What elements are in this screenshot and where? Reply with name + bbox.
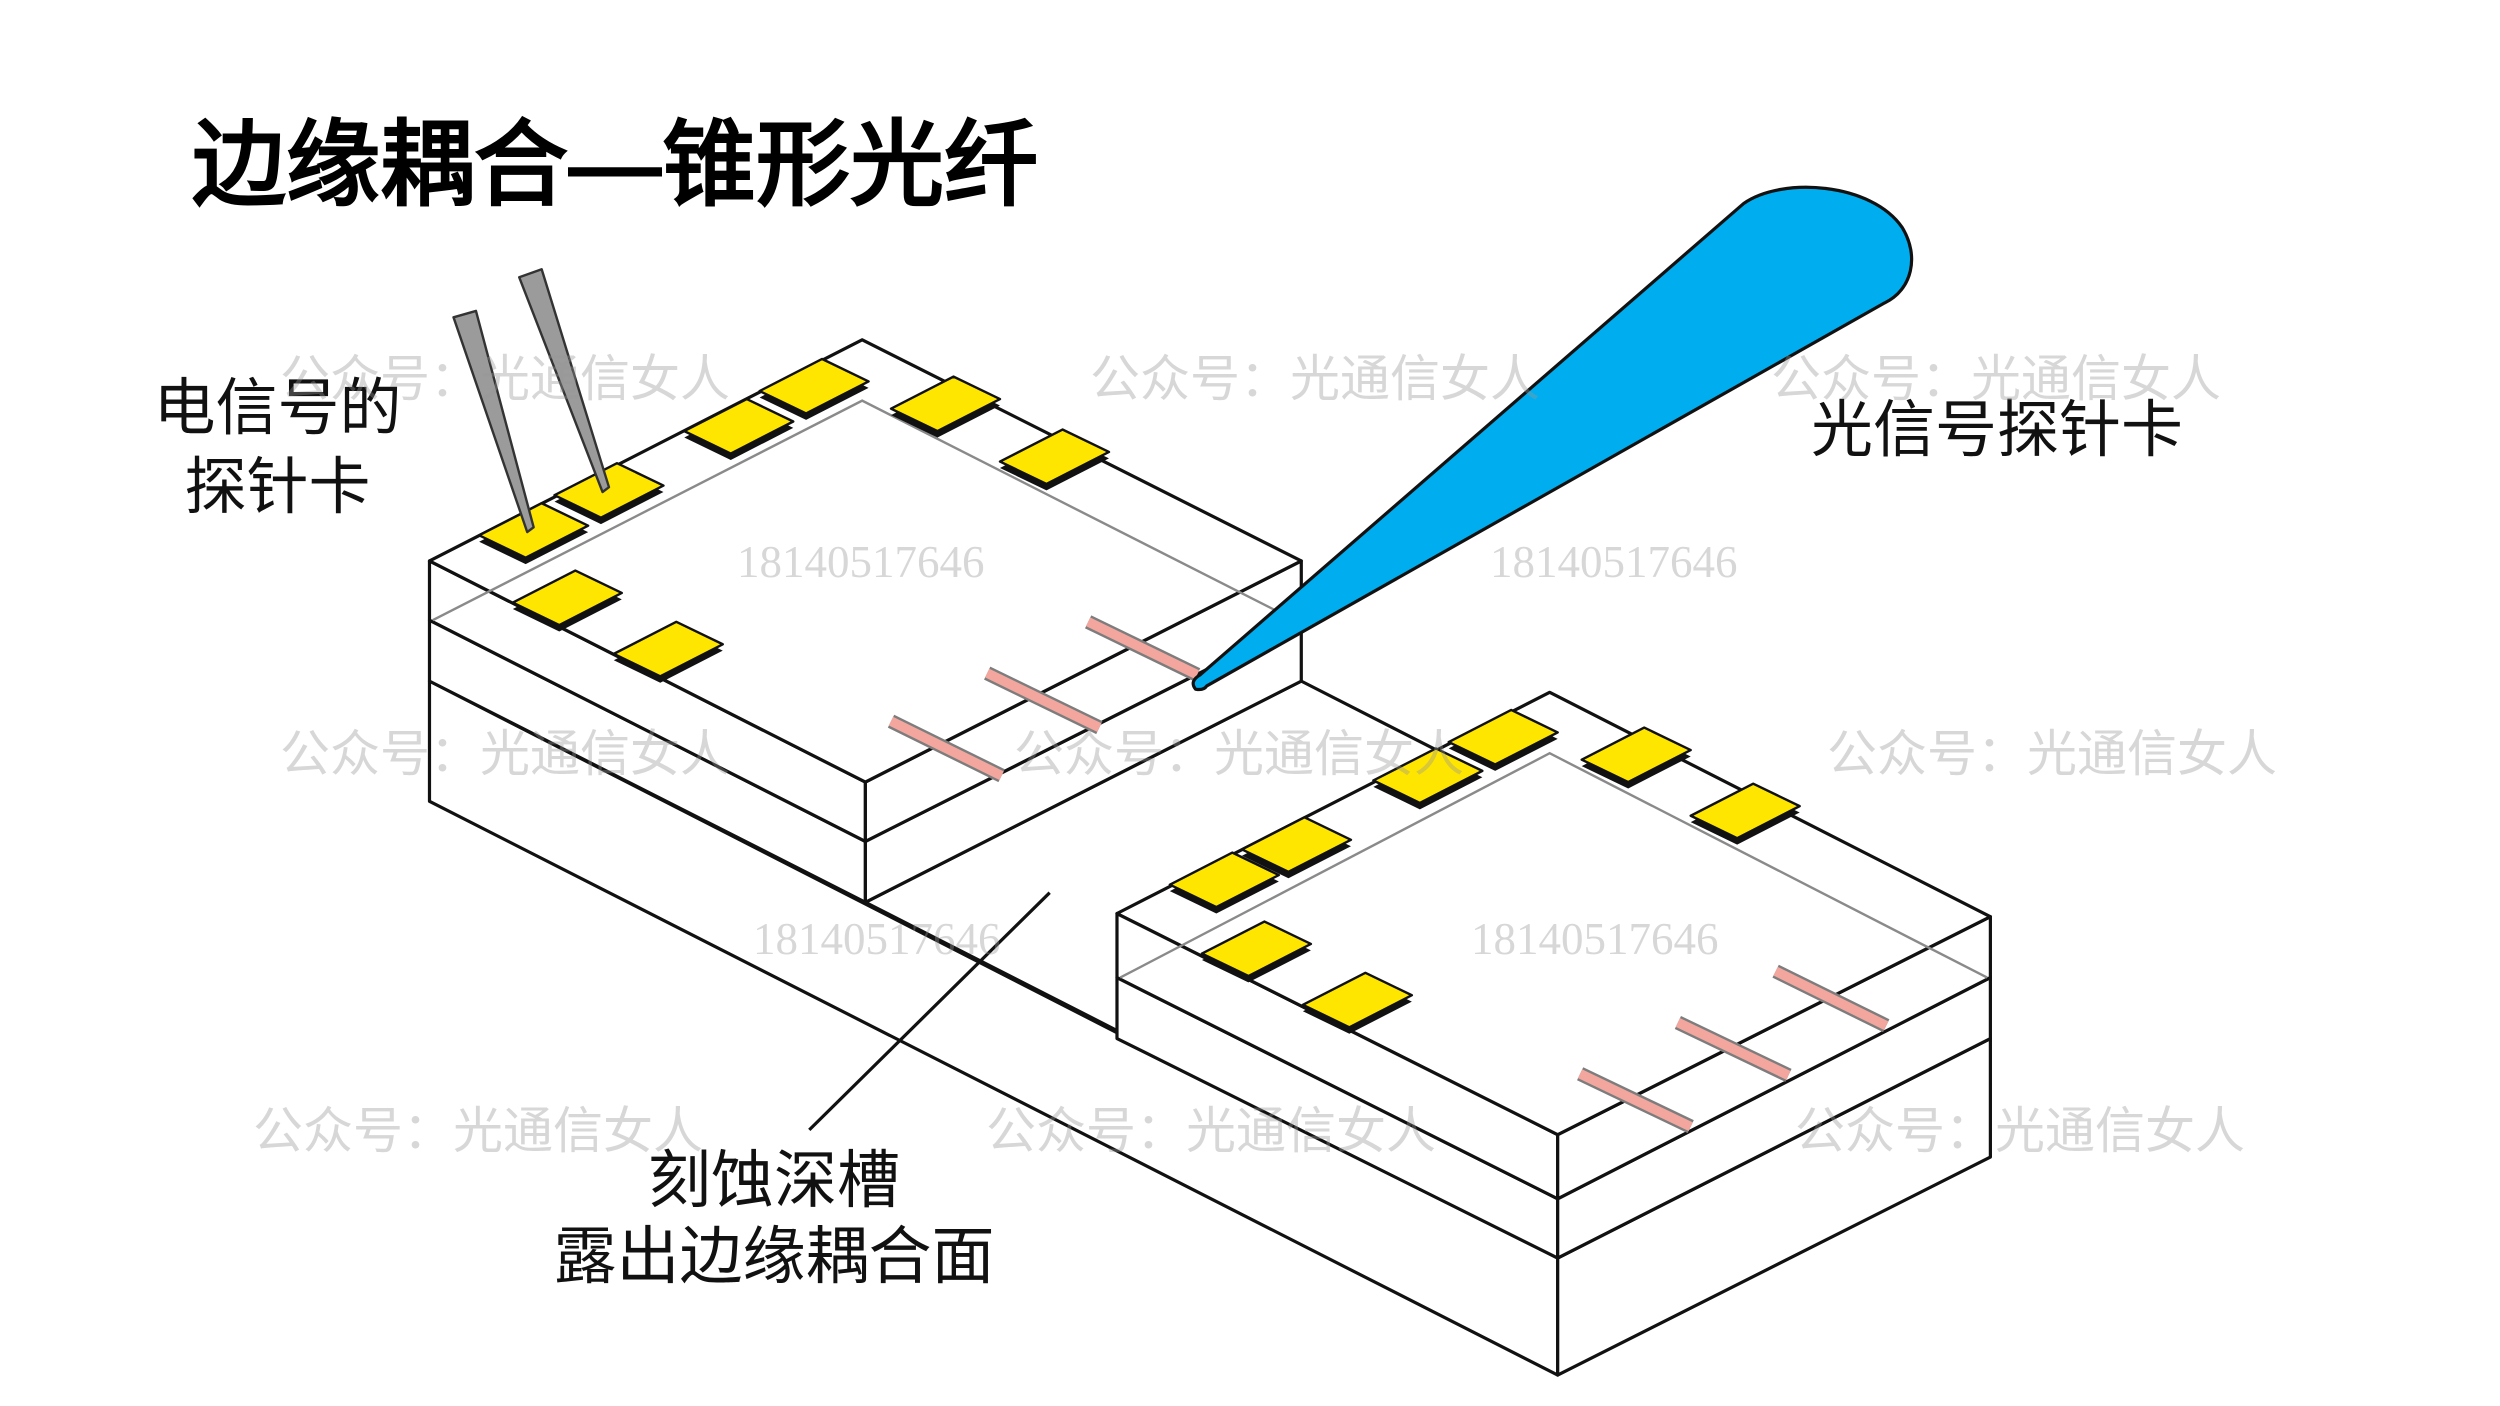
left-chip-lower-layer-edge bbox=[432, 399, 1299, 623]
contact-pad bbox=[998, 428, 1111, 491]
right-chip-lower-layer-edge bbox=[1119, 751, 1988, 979]
waveguide bbox=[984, 666, 1103, 735]
electrical-probe-label-line1: 电信号的 bbox=[153, 374, 402, 443]
contact-pad bbox=[553, 461, 665, 525]
contact-pad bbox=[511, 569, 623, 632]
contact-pad bbox=[889, 375, 1002, 438]
contact-pad bbox=[1689, 782, 1801, 845]
tapered-fiber bbox=[1191, 185, 1914, 692]
electrical-probe-label-line2: 探针卡 bbox=[184, 452, 371, 522]
contact-pad bbox=[1301, 971, 1414, 1034]
contact-pad bbox=[1580, 726, 1692, 789]
contact-pad bbox=[1240, 816, 1353, 879]
electrical-probe-label: 电信号的 探针卡 bbox=[140, 370, 415, 527]
electrical-probe-needle bbox=[452, 309, 535, 534]
contact-pad bbox=[1168, 851, 1281, 914]
left-chip bbox=[427, 338, 1303, 904]
contact-pad bbox=[1372, 747, 1484, 810]
waveguide bbox=[887, 714, 1005, 783]
electrical-probe-needle bbox=[518, 268, 611, 494]
contact-pad bbox=[1200, 920, 1313, 983]
waveguide bbox=[1772, 964, 1890, 1033]
waveguide bbox=[1084, 615, 1201, 682]
trench-leader-line bbox=[808, 891, 1051, 1132]
optical-probe-label: 光信号探针卡 bbox=[1811, 396, 2184, 465]
waveguide bbox=[1674, 1015, 1792, 1082]
page-title: 边缘耦合—锥形光纤 bbox=[192, 112, 1039, 217]
contact-pad bbox=[683, 397, 795, 460]
right-chip bbox=[1115, 690, 1992, 1260]
trench-label-line1: 刻蚀深槽 bbox=[648, 1146, 900, 1216]
contact-pad bbox=[612, 620, 724, 683]
trench-label: 刻蚀深槽 露出边缘耦合面 bbox=[549, 1144, 999, 1295]
contact-pad bbox=[1447, 708, 1559, 771]
waveguide bbox=[1577, 1067, 1694, 1134]
contact-pad bbox=[477, 502, 590, 565]
trench-label-line2: 露出边缘耦合面 bbox=[553, 1221, 995, 1292]
contact-pad bbox=[758, 357, 870, 420]
